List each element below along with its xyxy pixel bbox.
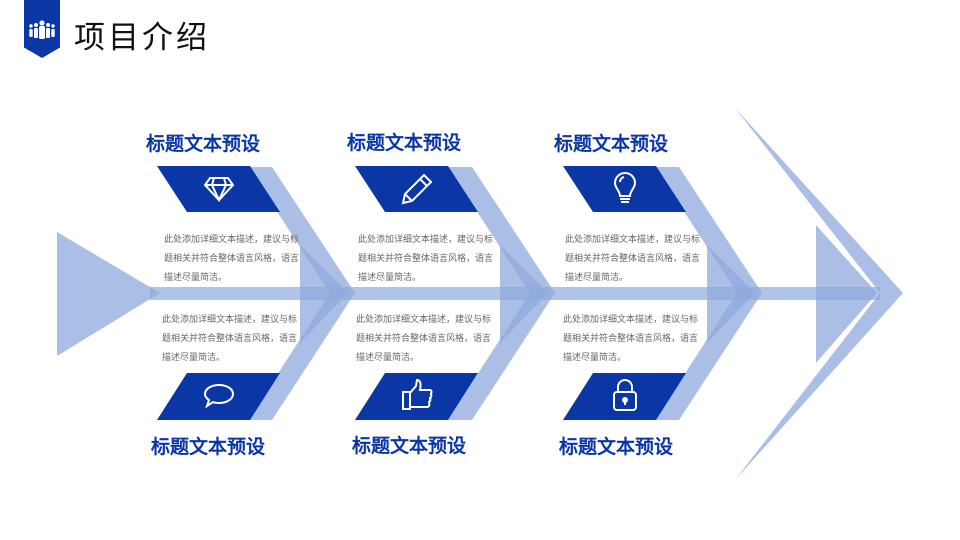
item-description: 此处添加详细文本描述，建议与标题相关并符合整体语言风格，语言描述尽量简洁。 (356, 315, 492, 363)
item-description: 此处添加详细文本描述，建议与标题相关并符合整体语言风格，语言描述尽量简洁。 (164, 235, 300, 283)
item-description: 此处添加详细文本描述，建议与标题相关并符合整体语言风格，语言描述尽量简洁。 (563, 315, 699, 363)
lightbulb-icon (605, 171, 645, 207)
item-title: 标题文本预设 (558, 436, 673, 458)
icon-parallelogram (563, 373, 686, 420)
icon-parallelogram (157, 166, 280, 212)
fish-bone-triangle (300, 245, 348, 343)
item-title: 标题文本预设 (346, 132, 461, 154)
speech-bubble-icon (199, 378, 239, 414)
item-title: 标题文本预设 (145, 133, 260, 155)
diamond-icon (199, 171, 239, 207)
item-title: 标题文本预设 (150, 436, 265, 458)
padlock-icon (605, 377, 645, 413)
icon-parallelogram (355, 373, 478, 420)
thumbs-up-icon (397, 377, 437, 413)
fish-bone-triangle (500, 245, 548, 343)
fish-tail-triangle (57, 232, 160, 356)
pencil-icon (397, 171, 437, 207)
icon-parallelogram (355, 166, 478, 212)
page-title: 项目介绍 (74, 20, 210, 56)
icon-parallelogram (157, 373, 280, 420)
header-badge (24, 0, 60, 58)
item-title: 标题文本预设 (553, 133, 668, 155)
icon-parallelogram (563, 166, 686, 212)
item-description: 此处添加详细文本描述，建议与标题相关并符合整体语言风格，语言描述尽量简洁。 (358, 235, 494, 283)
item-description: 此处添加详细文本描述，建议与标题相关并符合整体语言风格，语言描述尽量简洁。 (565, 235, 701, 283)
fish-bone-triangle (707, 245, 755, 343)
people-group-icon (29, 20, 55, 39)
item-description: 此处添加详细文本描述，建议与标题相关并符合整体语言风格，语言描述尽量简洁。 (162, 315, 298, 363)
fish-head-triangle (816, 225, 877, 363)
item-title: 标题文本预设 (351, 435, 466, 457)
